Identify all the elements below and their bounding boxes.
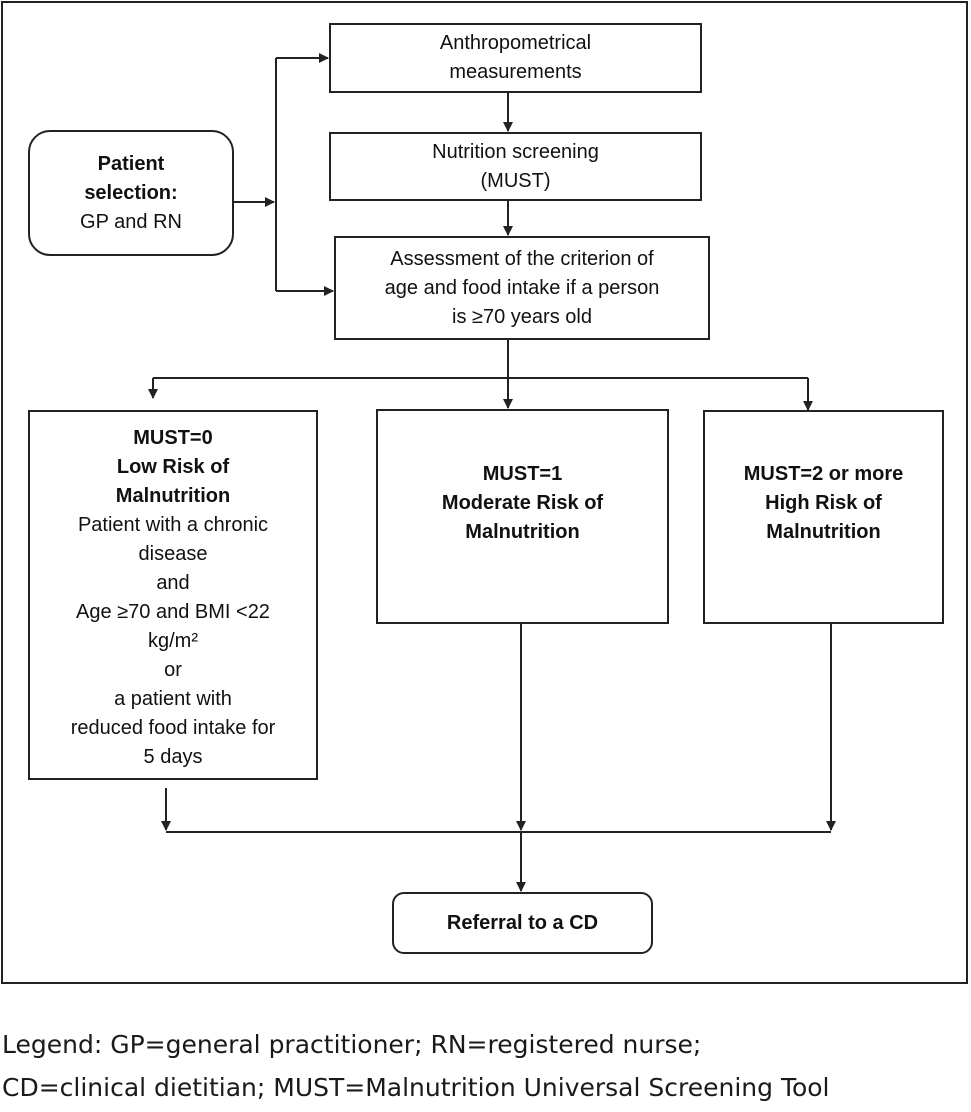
- screening-line2: (MUST): [480, 169, 551, 192]
- moderate-risk-box: MUST=1 Moderate Risk of Malnutrition: [376, 409, 669, 624]
- high-risk-title-line3: Malnutrition: [766, 521, 881, 543]
- low-risk-title-line1: MUST=0: [133, 427, 213, 449]
- referral-label: Referral to a CD: [446, 911, 599, 934]
- patient-selection-box: Patient selection: GP and RN: [28, 130, 234, 256]
- high-risk-title-line1: MUST=2 or more: [743, 463, 904, 485]
- low-risk-body-line: disease: [138, 543, 208, 565]
- high-risk-title-line2: High Risk of: [765, 492, 882, 514]
- low-risk-body-line: Age ≥70 and BMI <22: [76, 601, 270, 623]
- low-risk-body-line: a patient with: [114, 688, 232, 710]
- legend-line2: CD=clinical dietitian; MUST=Malnutrition…: [2, 1073, 830, 1102]
- assessment-line3: is ≥70 years old: [452, 305, 592, 328]
- screening-box: Nutrition screening (MUST): [329, 132, 702, 201]
- assessment-line1: Assessment of the criterion of: [390, 247, 654, 270]
- low-risk-box: MUST=0 Low Risk of Malnutrition Patient …: [28, 410, 318, 780]
- diagram-frame: [1, 1, 968, 984]
- low-risk-title-line3: Malnutrition: [115, 485, 231, 507]
- low-risk-body-line: 5 days: [143, 746, 203, 768]
- low-risk-body-line: kg/m²: [148, 630, 198, 652]
- moderate-risk-title-line2: Moderate Risk of: [441, 492, 604, 514]
- moderate-risk-title-line3: Malnutrition: [465, 521, 580, 543]
- assessment-box: Assessment of the criterion of age and f…: [334, 236, 710, 340]
- high-risk-box: MUST=2 or more High Risk of Malnutrition: [703, 410, 944, 624]
- connector-layer: [148, 53, 836, 892]
- anthropometric-line2: measurements: [449, 61, 582, 83]
- screening-line1: Nutrition screening: [432, 140, 599, 163]
- patient-selection-title-line2: selection:: [84, 181, 178, 204]
- moderate-risk-title-line1: MUST=1: [482, 463, 563, 485]
- patient-selection-subtitle: GP and RN: [80, 210, 182, 233]
- anthropometric-line1: Anthropometrical: [439, 32, 592, 54]
- low-risk-body-line: reduced food intake for: [70, 717, 276, 739]
- patient-selection-title-line1: Patient: [97, 152, 165, 175]
- referral-box: Referral to a CD: [392, 892, 653, 954]
- anthropometric-box: Anthropometrical measurements: [329, 23, 702, 93]
- legend-line1: Legend: GP=general practitioner; RN=regi…: [2, 1030, 702, 1059]
- low-risk-body-line: and: [156, 572, 190, 594]
- assessment-line2: age and food intake if a person: [384, 276, 660, 299]
- low-risk-title-line2: Low Risk of: [116, 456, 230, 478]
- low-risk-body-line: Patient with a chronic: [77, 514, 269, 536]
- low-risk-body-line: or: [164, 659, 182, 681]
